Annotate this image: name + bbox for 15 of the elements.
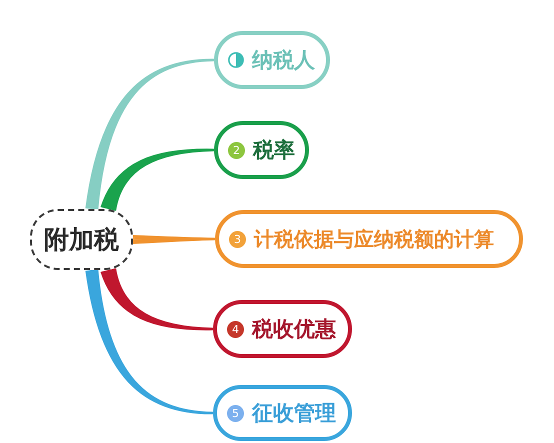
number-badge: 5 xyxy=(227,404,244,422)
topic-label: 计税依据与应纳税额的计算 xyxy=(254,229,494,249)
topic-label: 纳税人 xyxy=(252,50,315,70)
root-label: 附加税 xyxy=(44,227,119,252)
branch-line xyxy=(85,268,214,414)
branch-line xyxy=(132,235,216,244)
branch-line xyxy=(100,148,216,212)
number-badge: 2 xyxy=(228,142,245,158)
number-badge: 3 xyxy=(229,230,246,248)
branch-line xyxy=(100,267,214,330)
branch-line xyxy=(85,58,216,211)
topic-label: 税收优惠 xyxy=(252,318,336,340)
number-badge: 4 xyxy=(227,320,244,338)
topic-label: 征收管理 xyxy=(252,402,336,424)
topic-label: 税率 xyxy=(253,140,295,160)
